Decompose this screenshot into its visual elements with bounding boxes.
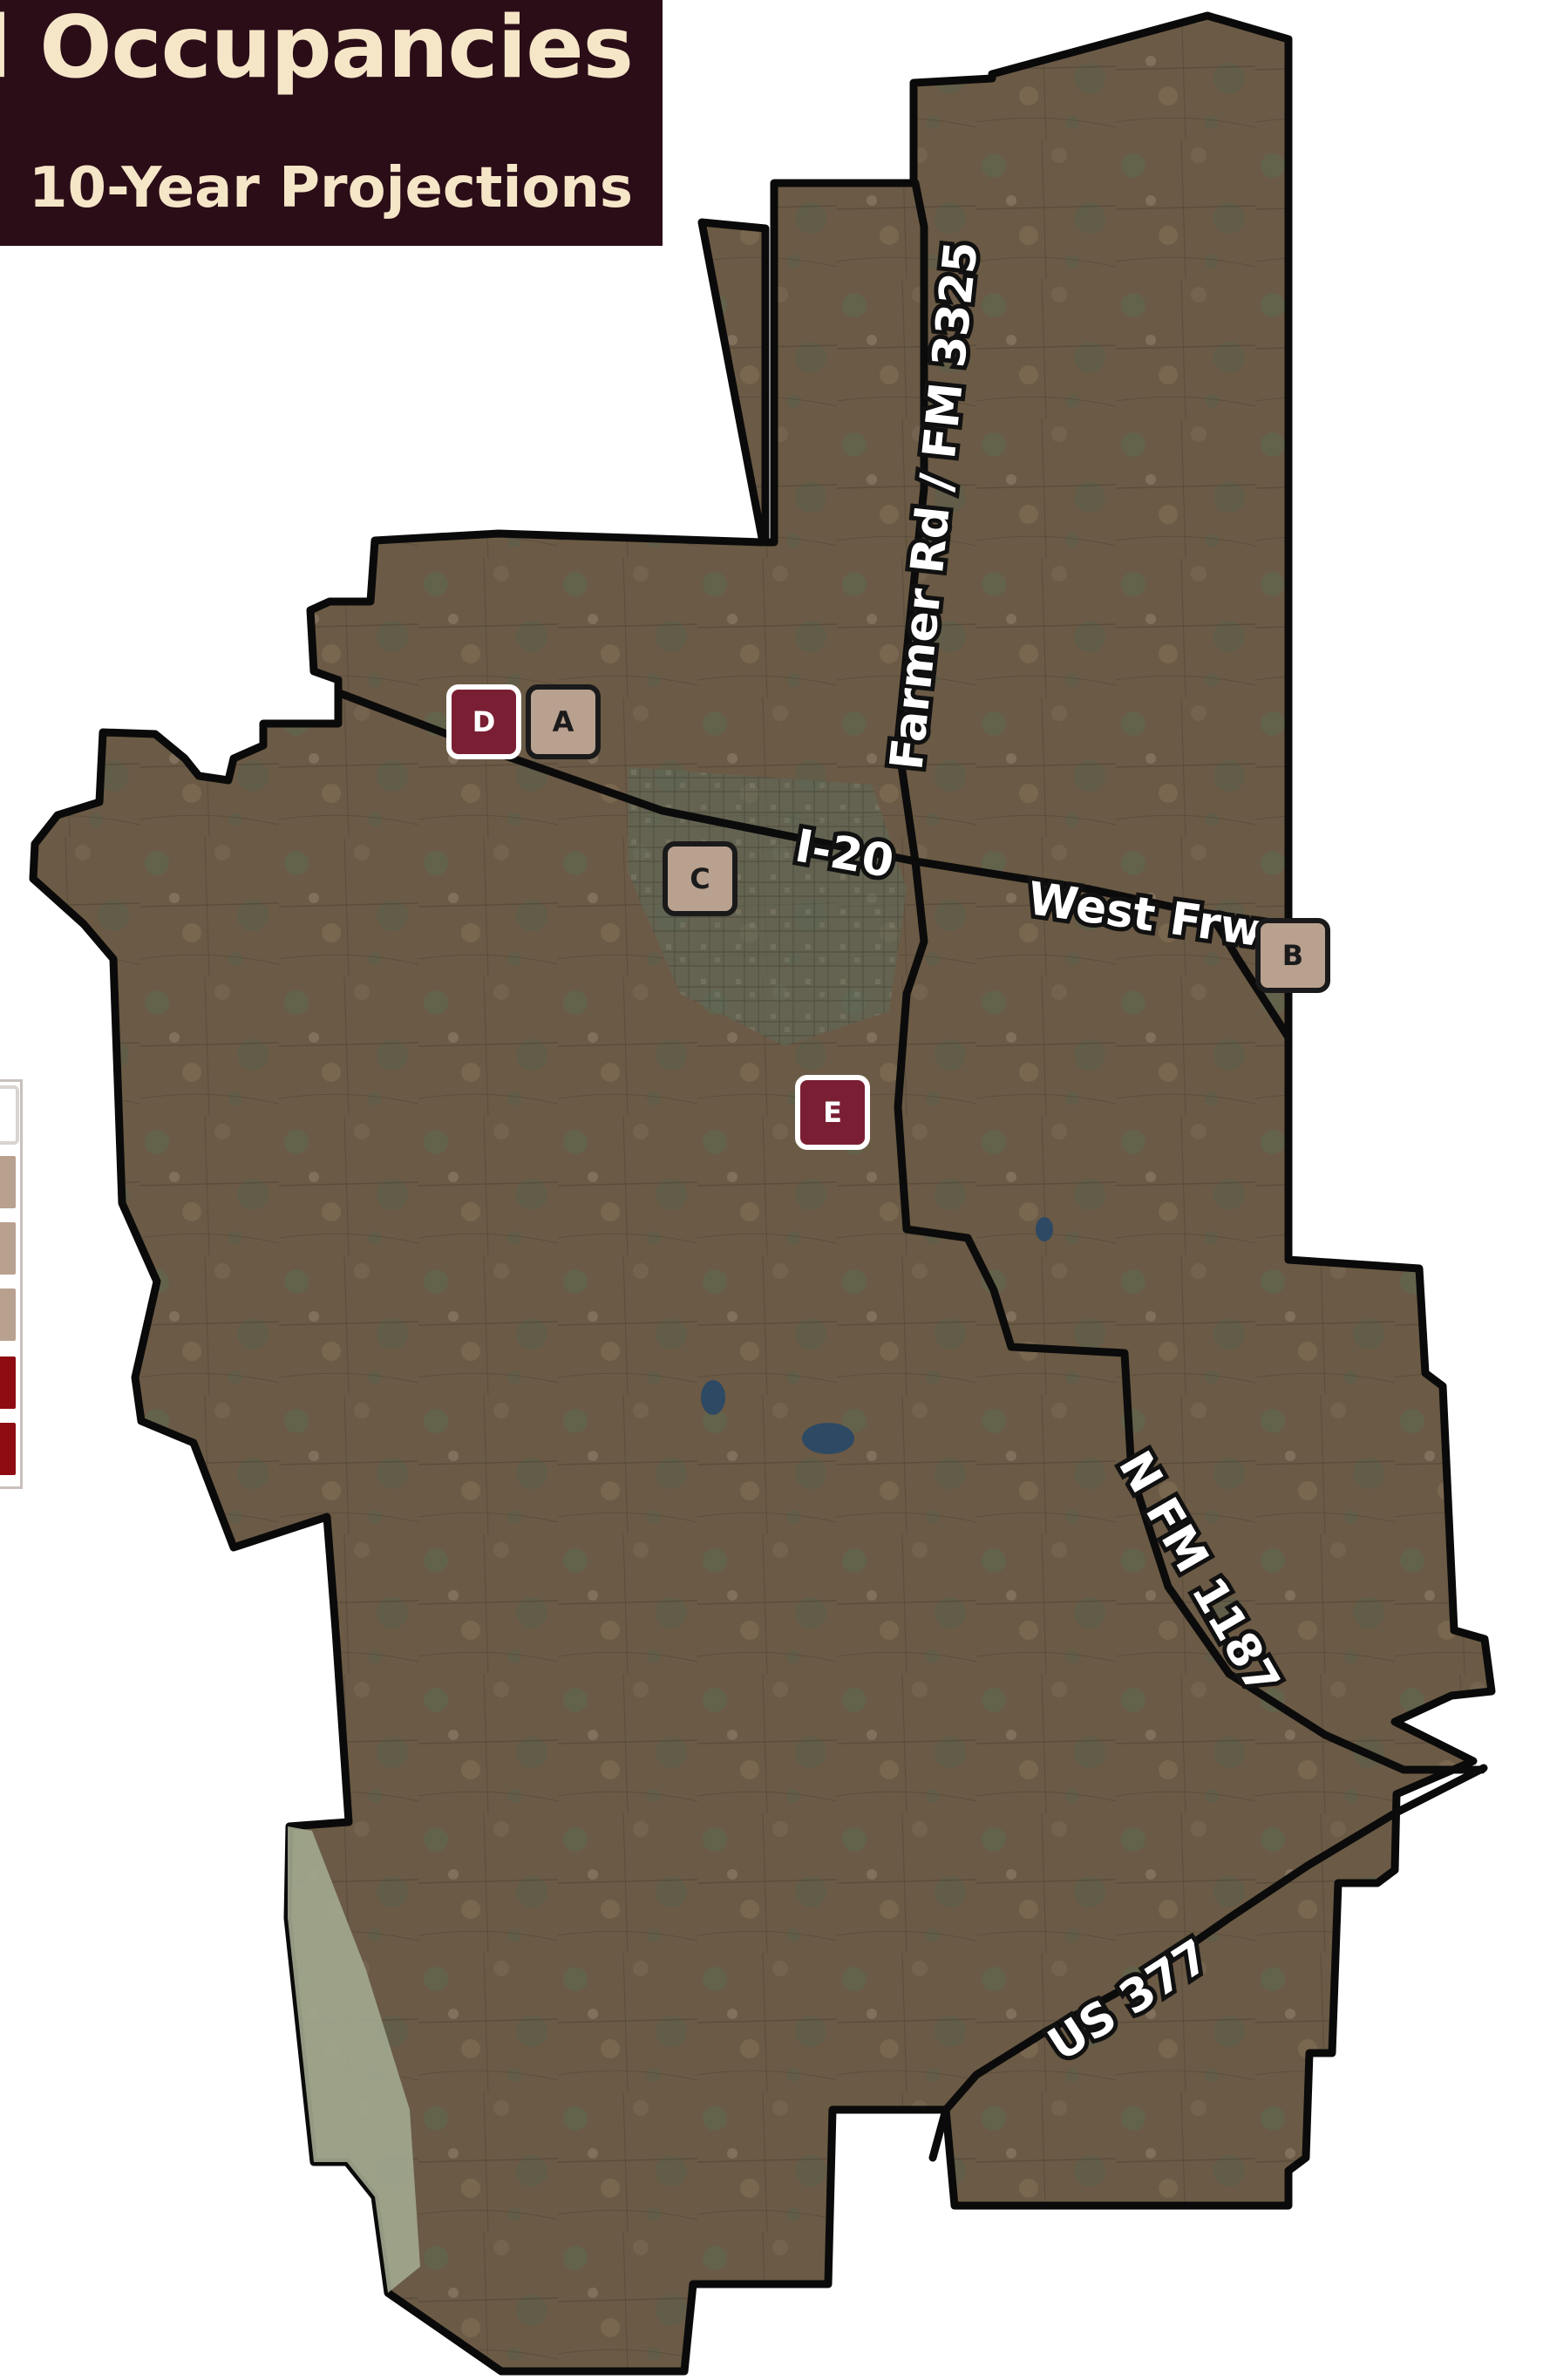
road-west-frwy-branch (1207, 911, 1293, 1042)
road-farmer-rd (894, 179, 1486, 1774)
title-panel: al Occupancies 10-Year Projections (0, 0, 663, 246)
legend-swatch-red (0, 1419, 19, 1479)
site-marker-e[interactable]: E (795, 1075, 870, 1150)
legend-swatch-red (0, 1353, 19, 1412)
city-boundary (29, 11, 1496, 2376)
legend (0, 1079, 23, 1489)
pale-field (288, 1826, 420, 2293)
pond (701, 1380, 725, 1415)
legend-swatch-blank (0, 1085, 19, 1145)
page-subtitle: 10-Year Projections (29, 156, 633, 221)
page-title: al Occupancies (0, 0, 634, 98)
legend-swatch-tan (0, 1219, 19, 1278)
legend-swatch-tan (0, 1285, 19, 1344)
legend-swatch-tan (0, 1153, 19, 1212)
site-marker-c[interactable]: C (663, 841, 738, 916)
site-marker-d[interactable]: D (446, 684, 521, 759)
pond (1036, 1217, 1053, 1241)
site-marker-a[interactable]: A (526, 684, 601, 759)
road-us-377 (928, 1764, 1488, 2162)
urban-area (628, 767, 907, 1046)
lake (802, 1423, 854, 1454)
site-marker-b[interactable]: B (1255, 918, 1330, 993)
